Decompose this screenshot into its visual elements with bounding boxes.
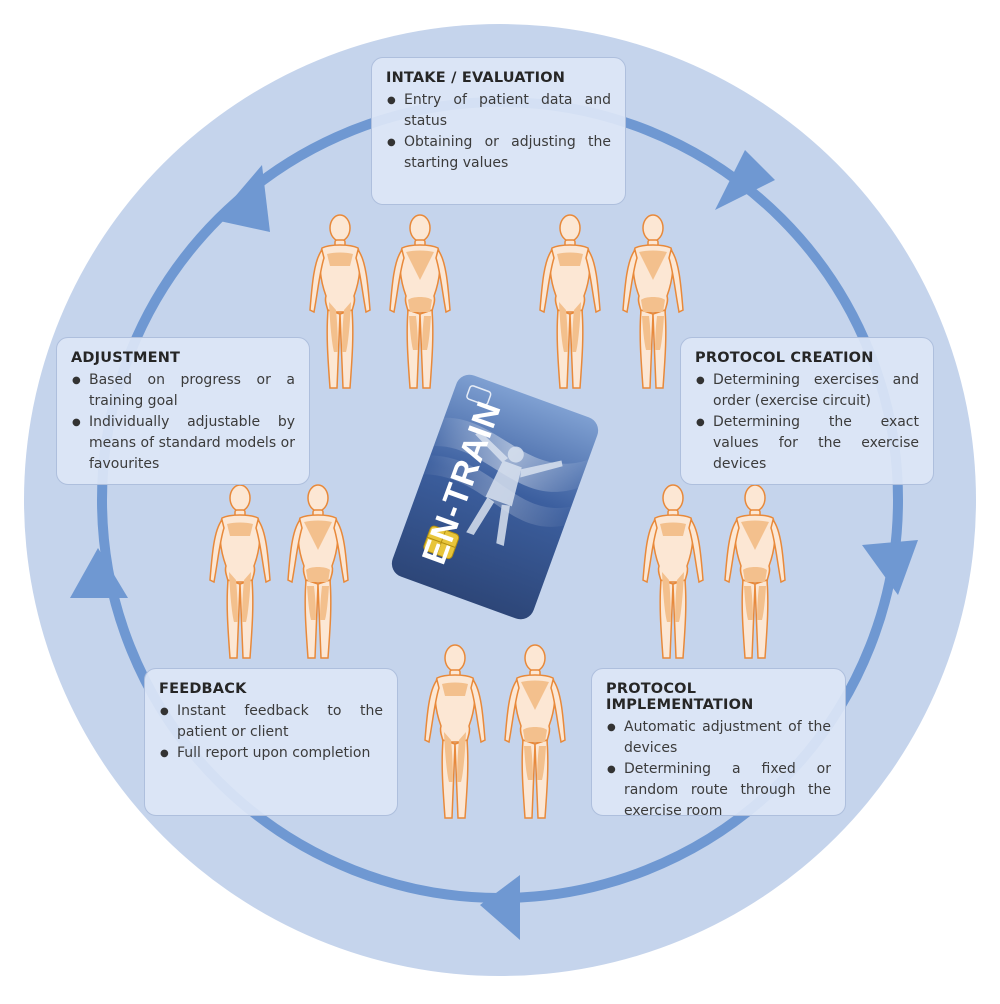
bullet-item: Based on progress or a training goal: [71, 370, 295, 412]
stage-title: PROTOCOL CREATION: [695, 350, 874, 366]
stage-title: ADJUSTMENT: [71, 350, 181, 366]
stage-card-protocol-creation: PROTOCOL CREATION Determining exercises …: [680, 337, 934, 485]
arrowhead-top-left: [215, 165, 270, 232]
bullet-item: Full report upon completion: [159, 743, 383, 764]
bullet-item: Automatic adjustment of the devices: [606, 717, 831, 759]
arrowhead-top-right: [715, 150, 775, 210]
stage-bullets: Entry of patient data and status Obtaini…: [386, 90, 611, 174]
stage-bullets: Automatic adjustment of the devices Dete…: [606, 717, 831, 822]
stage-bullets: Based on progress or a training goal Ind…: [71, 370, 295, 475]
stage-title: PROTOCOL IMPLEMENTATION: [606, 681, 754, 713]
arrowhead-bottom: [480, 875, 520, 940]
stage-card-adjustment: ADJUSTMENT Based on progress or a traini…: [56, 337, 310, 485]
bullet-item: Instant feedback to the patient or clien…: [159, 701, 383, 743]
bullet-item: Obtaining or adjusting the starting valu…: [386, 132, 611, 174]
entrain-card: EN-TRAIN: [391, 374, 599, 620]
stage-card-protocol-implementation: PROTOCOL IMPLEMENTATION Automatic adjust…: [591, 668, 846, 819]
bullet-item: Determining a fixed or random route thro…: [606, 759, 831, 822]
bullet-item: Individually adjustable by means of stan…: [71, 412, 295, 475]
stage-card-intake: INTAKE / EVALUATION Entry of patient dat…: [371, 57, 626, 205]
stage-bullets: Determining exercises and order (exercis…: [695, 370, 919, 475]
arrowhead-left: [70, 548, 128, 598]
bullet-item: Determining the exact values for the exe…: [695, 412, 919, 475]
bullet-item: Determining exercises and order (exercis…: [695, 370, 919, 412]
stage-title: INTAKE / EVALUATION: [386, 70, 566, 86]
stage-bullets: Instant feedback to the patient or clien…: [159, 701, 383, 764]
arrowhead-right: [862, 540, 918, 595]
stage-card-feedback: FEEDBACK Instant feedback to the patient…: [144, 668, 398, 816]
stage-title: FEEDBACK: [159, 681, 247, 697]
bullet-item: Entry of patient data and status: [386, 90, 611, 132]
